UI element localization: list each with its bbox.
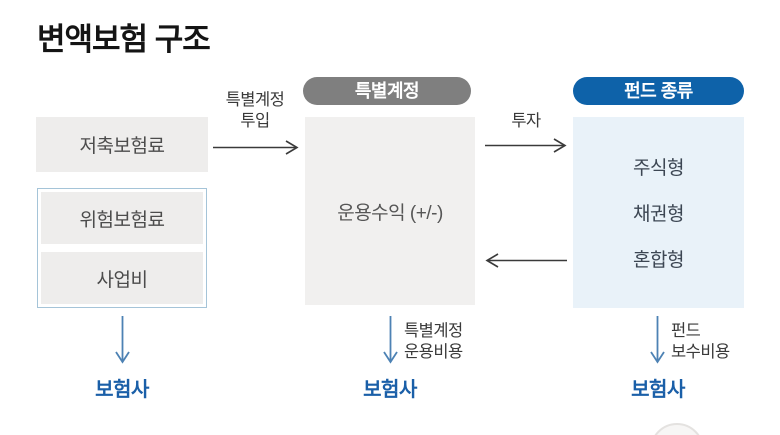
arrow-down-icon [115, 316, 130, 364]
arrow-right-icon [213, 140, 299, 155]
risk-premium-box: 위험보험료 [41, 192, 203, 244]
fund-item-bond: 채권형 [633, 204, 684, 225]
insurer-label-right: 보험사 [631, 379, 685, 401]
special-account-badge-label: 특별계정 [354, 81, 420, 101]
arrow-down-icon [383, 316, 398, 364]
insurer-label-left: 보험사 [95, 379, 149, 401]
operating-profit-box: 운용수익 (+/-) [305, 117, 475, 305]
special-account-cost-label: 특별계정 운용비용 [404, 322, 463, 361]
fund-item-mixed: 혼합형 [633, 250, 684, 271]
arrow-right-icon [485, 138, 567, 153]
fund-types-badge: 펀드 종류 [573, 77, 744, 105]
insurer-label-middle: 보험사 [363, 379, 417, 401]
expense-label: 사업비 [96, 269, 148, 291]
fund-fee-label: 펀드 보수비용 [671, 322, 730, 361]
fund-types-box: 주식형 채권형 혼합형 [573, 117, 744, 308]
savings-premium-box: 저축보험료 [36, 117, 208, 172]
savings-premium-label: 저축보험료 [79, 136, 165, 157]
special-account-input-label: 특별계정 투입 [225, 91, 285, 130]
deduction-group-box: 위험보험료 사업비 [37, 188, 207, 308]
fund-types-badge-label: 펀드 종류 [624, 81, 693, 101]
risk-premium-label: 위험보험료 [79, 209, 165, 231]
fund-item-equity: 주식형 [633, 158, 684, 179]
arrow-left-icon [485, 253, 567, 268]
arrow-down-icon [650, 316, 665, 364]
page-title: 변액보험 구조 [37, 22, 211, 57]
special-account-badge: 특별계정 [303, 77, 471, 105]
invest-label: 투자 [511, 112, 541, 130]
decorative-circle [650, 423, 704, 435]
operating-profit-label: 운용수익 (+/-) [337, 202, 443, 224]
expense-box: 사업비 [41, 252, 203, 304]
